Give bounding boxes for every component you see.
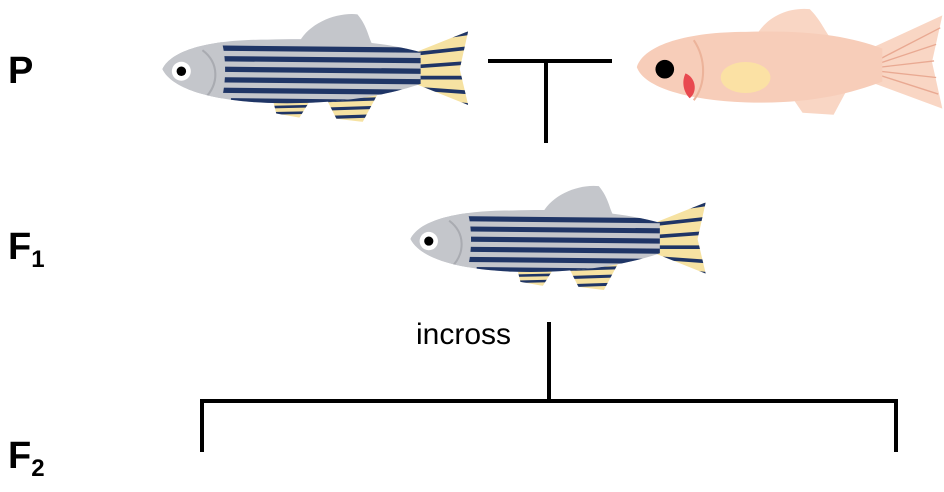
generation-letter: P bbox=[8, 50, 34, 92]
generation-subscript: 1 bbox=[31, 246, 45, 273]
striped-zebrafish-icon bbox=[162, 14, 469, 122]
generation-label-f2: F2 bbox=[8, 437, 45, 481]
incross-label: incross bbox=[416, 318, 512, 351]
generation-letter: F bbox=[8, 226, 32, 268]
generation-subscript: 2 bbox=[31, 455, 45, 482]
albino-zebrafish-icon bbox=[636, 8, 943, 115]
striped-zebrafish-icon bbox=[410, 185, 706, 290]
generation-label-p: P bbox=[8, 52, 33, 96]
generation-letter: F bbox=[8, 435, 32, 477]
generation-label-f1: F1 bbox=[8, 228, 45, 272]
